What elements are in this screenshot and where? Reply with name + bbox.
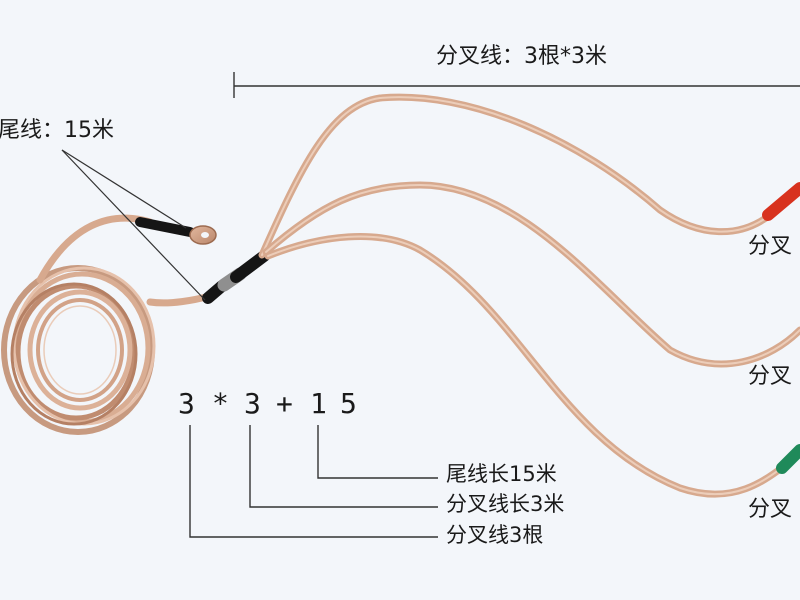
formula-part: 5 bbox=[340, 387, 357, 420]
branch-end-sleeves bbox=[762, 182, 800, 474]
tail-spec-label: 尾线：15米 bbox=[0, 118, 114, 143]
branch-spec-label: 分叉线：3根*3米 bbox=[436, 44, 607, 69]
formula-part: * bbox=[212, 387, 229, 420]
ring-terminal bbox=[135, 217, 217, 245]
coiled-tail-wire bbox=[1, 265, 156, 435]
branch-dimension-bar bbox=[233, 72, 800, 98]
formula-part: + bbox=[276, 387, 293, 420]
legend-branch-length: 分叉线长3米 bbox=[446, 492, 565, 516]
tail-leader-lines bbox=[61, 149, 206, 301]
legend-tail-length: 尾线长15米 bbox=[446, 462, 557, 486]
branch-wires bbox=[258, 93, 800, 498]
formula-bracket-lines bbox=[189, 425, 438, 538]
formula-part: 1 bbox=[310, 387, 327, 420]
legend-branch-count: 分叉线3根 bbox=[446, 523, 544, 547]
junction-splice bbox=[202, 250, 270, 304]
formula-part: 3 bbox=[178, 387, 195, 420]
formula-part: 3 bbox=[244, 387, 261, 420]
branch-end-label-middle: 分叉 bbox=[748, 364, 793, 389]
branch-end-label-top: 分叉 bbox=[748, 234, 793, 259]
branch-end-label-bottom: 分叉 bbox=[748, 497, 793, 522]
